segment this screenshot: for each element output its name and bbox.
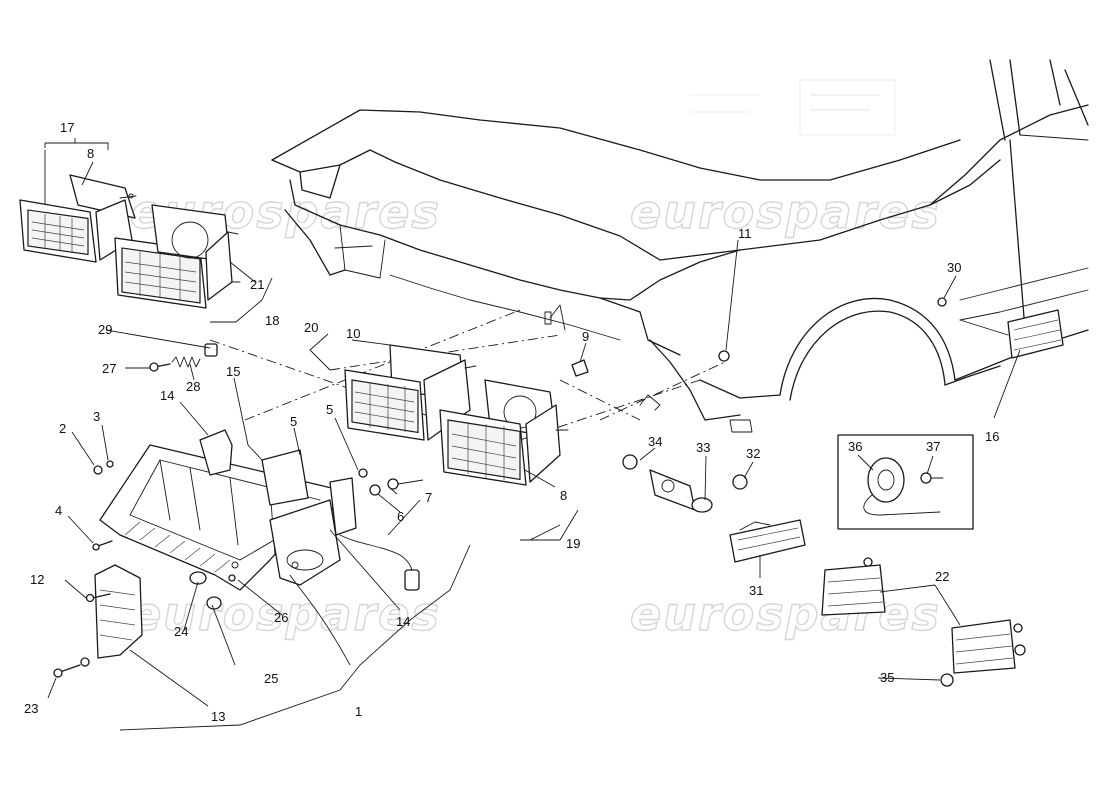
car-body-outline [271, 59, 1089, 433]
side-marker-16 [959, 309, 1064, 359]
lamp-socket-34-33 [622, 454, 713, 513]
watermark-text: eurospares [630, 587, 941, 641]
screw-27 [149, 362, 171, 372]
callout-17: 17 [60, 120, 74, 135]
callout-16: 16 [985, 429, 999, 444]
leader-lines [44, 138, 1021, 731]
screw-35 [940, 673, 954, 687]
callout-10: 10 [346, 326, 360, 341]
callout-18: 18 [265, 313, 279, 328]
screw-4 [92, 540, 113, 551]
callout-23: 23 [24, 701, 38, 716]
callout-19: 19 [566, 536, 580, 551]
screw-12 [85, 593, 111, 603]
side-repeater-31 [729, 519, 806, 563]
callout-1: 1 [355, 704, 362, 719]
bulb-26 [228, 574, 236, 582]
callout-labels: 17 8 21 18 29 27 28 15 14 5 20 10 9 11 3… [24, 120, 999, 724]
callout-36: 36 [848, 439, 862, 454]
headlamp-housing-1 [99, 429, 420, 591]
corner-lamp-lens-13 [94, 564, 143, 659]
grommet-30 [937, 297, 947, 307]
callout-5-right: 5 [326, 402, 333, 417]
callout-3: 3 [93, 409, 100, 424]
watermark-text: eurospares [630, 185, 941, 239]
callout-20: 20 [304, 320, 318, 335]
callout-21: 21 [250, 277, 264, 292]
callout-22: 22 [935, 569, 949, 584]
callout-14-top: 14 [160, 388, 174, 403]
callout-25: 25 [264, 671, 278, 686]
fog-lamps-22 [821, 557, 1026, 674]
callout-6: 6 [397, 509, 404, 524]
screw-2-3 [93, 460, 114, 475]
callout-34: 34 [648, 434, 662, 449]
callout-8-center: 8 [560, 488, 567, 503]
bulb-24 [189, 571, 207, 585]
screw-23 [53, 657, 90, 678]
headlamp-group-19-20 [344, 344, 569, 486]
callout-27: 27 [102, 361, 116, 376]
callout-29: 29 [98, 322, 112, 337]
callout-8-top: 8 [87, 146, 94, 161]
clip-9 [571, 359, 589, 377]
callout-26: 26 [274, 610, 288, 625]
grommet-11 [718, 350, 730, 362]
callout-30: 30 [947, 260, 961, 275]
callout-9: 9 [582, 329, 589, 344]
callout-5-left: 5 [290, 414, 297, 429]
callout-35: 35 [880, 670, 894, 685]
callout-32: 32 [746, 446, 760, 461]
background-smudges [690, 79, 896, 136]
nuts-5-6-7 [358, 468, 399, 496]
callout-13: 13 [211, 709, 225, 724]
bulb-25 [206, 596, 222, 610]
callout-2: 2 [59, 421, 66, 436]
spring-28 [171, 343, 218, 368]
callout-11: 11 [738, 226, 752, 241]
callout-28: 28 [186, 379, 200, 394]
callout-12: 12 [30, 572, 44, 587]
fasteners [53, 297, 954, 687]
callout-37: 37 [926, 439, 940, 454]
callout-31: 31 [749, 583, 763, 598]
headlamp-group-17 [19, 174, 241, 309]
callout-4: 4 [55, 503, 62, 518]
callout-7: 7 [425, 490, 432, 505]
callout-33: 33 [696, 440, 710, 455]
callout-14-bottom: 14 [396, 614, 410, 629]
callout-15: 15 [226, 364, 240, 379]
horn-inset [837, 434, 974, 530]
callout-24: 24 [174, 624, 188, 639]
nut-32 [732, 474, 748, 490]
